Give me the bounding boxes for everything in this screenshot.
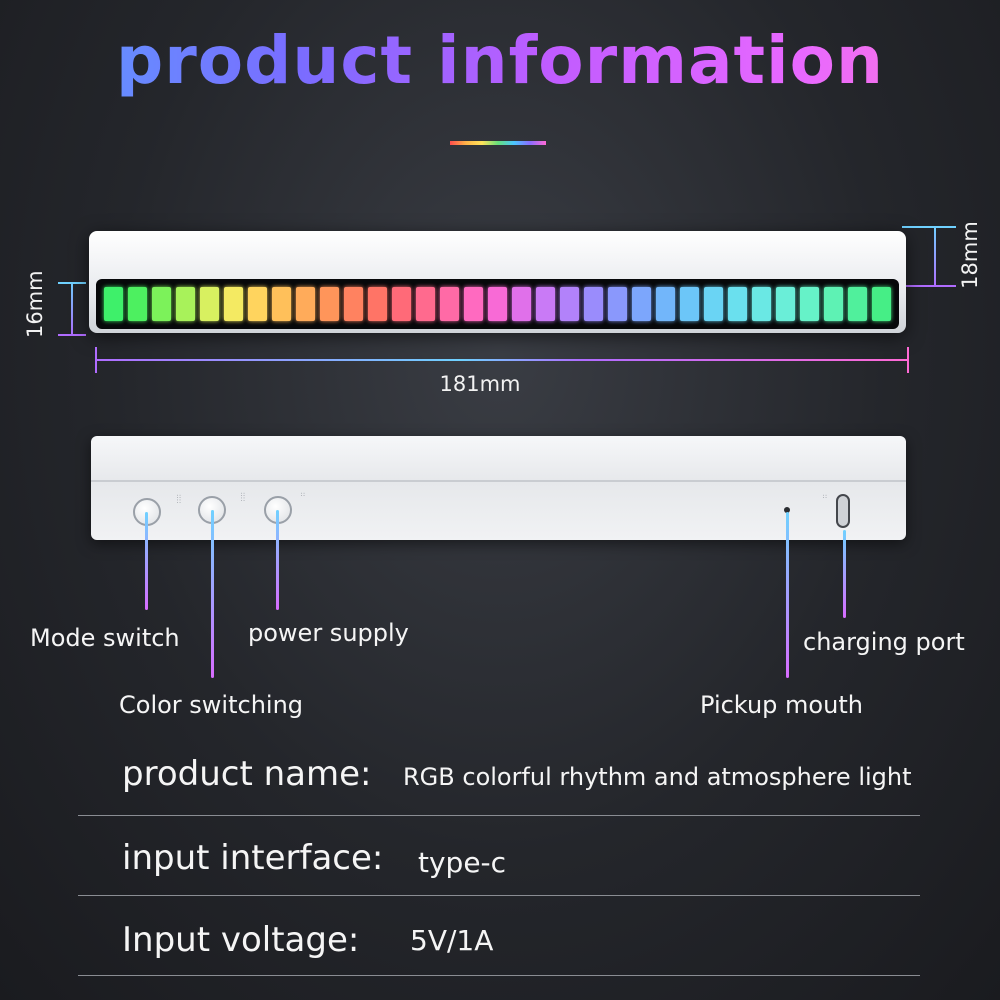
spec-divider-3 xyxy=(78,975,920,976)
led-segment xyxy=(584,287,603,321)
led-segment xyxy=(512,287,531,321)
led-segment xyxy=(608,287,627,321)
color-switching-marking: :::: xyxy=(239,492,247,502)
dim-16mm-line xyxy=(71,282,73,336)
led-segment xyxy=(776,287,795,321)
pickup-mouth-callout xyxy=(786,512,789,678)
spec-product-name-value: RGB colorful rhythm and atmosphere light xyxy=(403,763,912,791)
mode-switch-marking: :::: xyxy=(175,494,183,504)
dim-18mm-bottom-tick xyxy=(902,285,956,287)
color-switching-label: Color switching xyxy=(119,691,304,719)
led-segment xyxy=(344,287,363,321)
dim-length-right-tick xyxy=(907,347,909,373)
mode-switch-callout xyxy=(145,512,148,610)
led-segment xyxy=(176,287,195,321)
pickup-mouth-hole xyxy=(784,507,790,513)
led-segment xyxy=(752,287,771,321)
spec-input-interface-value: type-c xyxy=(418,846,507,879)
led-segment xyxy=(320,287,339,321)
led-segment xyxy=(824,287,843,321)
spec-divider-1 xyxy=(78,815,920,816)
spec-divider-2 xyxy=(78,895,920,896)
color-switching-callout xyxy=(211,510,214,678)
charging-port-label: charging port xyxy=(803,628,965,656)
led-segment xyxy=(272,287,291,321)
dim-18mm-top-tick xyxy=(902,226,956,228)
led-segment xyxy=(440,287,459,321)
led-segment xyxy=(800,287,819,321)
spec-input-interface-key: input interface: xyxy=(122,838,384,878)
led-segment xyxy=(152,287,171,321)
led-segment xyxy=(848,287,867,321)
led-segment xyxy=(464,287,483,321)
led-segment xyxy=(296,287,315,321)
led-segment xyxy=(704,287,723,321)
dim-length-line xyxy=(95,359,909,361)
led-segment xyxy=(368,287,387,321)
led-segment xyxy=(416,287,435,321)
led-segment xyxy=(560,287,579,321)
led-segment xyxy=(632,287,651,321)
led-display xyxy=(96,279,899,329)
power-supply-marking: :: xyxy=(299,492,307,497)
led-segment xyxy=(488,287,507,321)
pickup-mouth-label: Pickup mouth xyxy=(700,691,863,719)
led-segment xyxy=(728,287,747,321)
led-segment xyxy=(248,287,267,321)
page-title: product information xyxy=(0,22,1000,99)
led-segment xyxy=(872,287,891,321)
led-segment xyxy=(224,287,243,321)
spec-input-voltage-key: Input voltage: xyxy=(122,920,360,960)
led-segment xyxy=(128,287,147,321)
power-supply-label: power supply xyxy=(248,619,409,647)
bar-back-edge xyxy=(91,480,906,482)
dim-18mm-line xyxy=(934,226,936,287)
charging-port[interactable] xyxy=(836,494,850,528)
dim-16mm-label: 16mm xyxy=(23,270,47,338)
led-segment xyxy=(200,287,219,321)
spec-input-voltage-value: 5V/1A xyxy=(410,924,494,957)
rainbow-underline xyxy=(450,141,546,145)
power-supply-callout xyxy=(276,510,279,610)
led-segment xyxy=(104,287,123,321)
mode-switch-label: Mode switch xyxy=(30,624,180,652)
dim-18mm-label: 18mm xyxy=(958,221,982,289)
led-segment xyxy=(656,287,675,321)
led-segment xyxy=(392,287,411,321)
led-segment xyxy=(536,287,555,321)
spec-product-name-key: product name: xyxy=(122,754,372,794)
light-bar-front xyxy=(89,231,906,333)
dim-length-label: 181mm xyxy=(439,372,521,396)
charging-port-marking: :: xyxy=(821,494,829,499)
led-segment xyxy=(680,287,699,321)
dim-length-left-tick xyxy=(95,347,97,373)
charging-port-callout xyxy=(843,530,846,618)
